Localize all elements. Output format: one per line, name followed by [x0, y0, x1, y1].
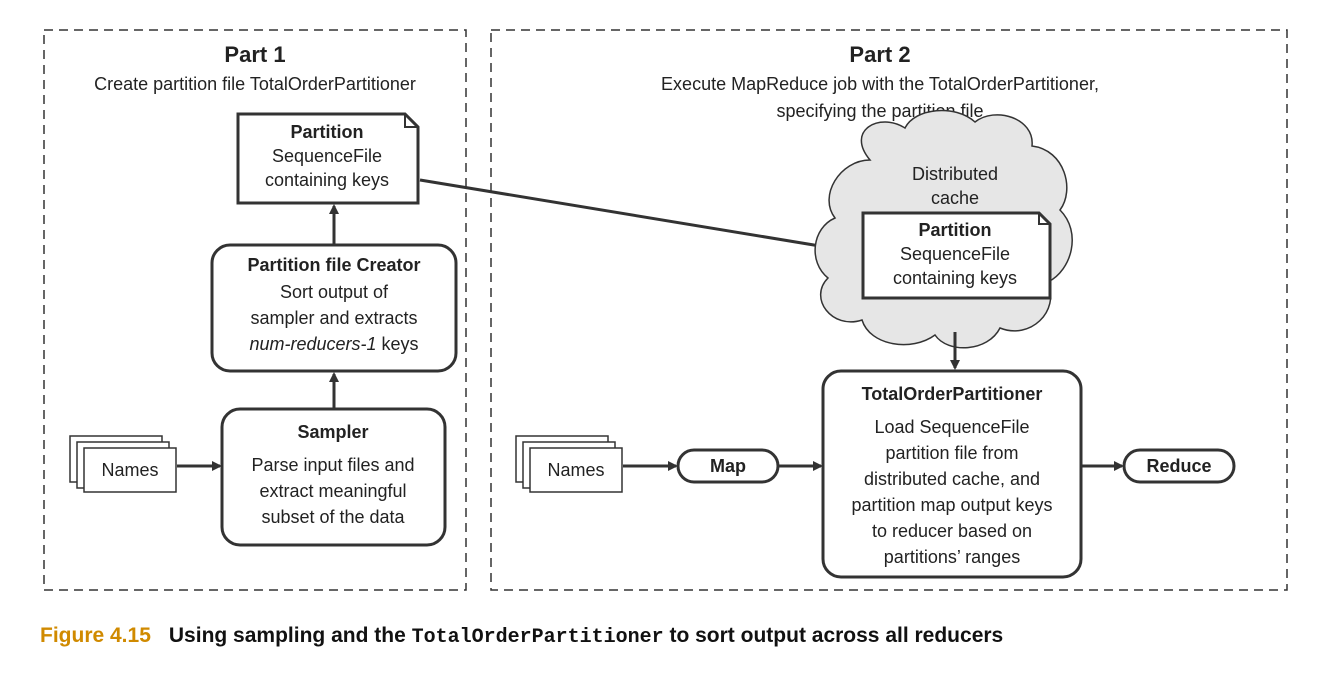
creator-line3-italic: num-reducers-1 [249, 334, 376, 354]
sampler-line1: Parse input files and [251, 455, 414, 475]
part1-names-files: Names [69, 435, 177, 493]
sampler-title: Sampler [297, 422, 368, 442]
creator-line3: num-reducers-1 keys [249, 334, 418, 354]
creator-line3-rest: keys [377, 334, 419, 354]
partitioner-title: TotalOrderPartitioner [862, 384, 1043, 404]
part1-partition-title: Partition [290, 122, 363, 142]
caption-text-before: Using sampling and the [168, 624, 412, 647]
sampler-line3: subset of the data [261, 507, 405, 527]
part2-partition-document: Partition SequenceFile containing keys [861, 211, 1052, 300]
total-order-partitioner-box: TotalOrderPartitioner Load SequenceFile … [821, 369, 1083, 579]
map-node: Map [676, 448, 780, 484]
partitioner-line: partitions’ ranges [884, 547, 1020, 567]
part2-names-label: Names [547, 460, 604, 480]
caption-number: Figure 4.15 [40, 624, 151, 647]
part1-partition-line2: containing keys [265, 170, 389, 190]
part1-container [43, 29, 467, 591]
cache-label-line2: cache [931, 188, 979, 208]
figure-caption: Figure 4.15 Using sampling and the TotalO… [40, 624, 1327, 649]
reduce-label: Reduce [1146, 456, 1211, 476]
part2-partition-line1: SequenceFile [900, 244, 1010, 264]
partitioner-line: partition file from [885, 443, 1018, 463]
partitioner-line: Load SequenceFile [874, 417, 1029, 437]
part1-partition-document: Partition SequenceFile containing keys [236, 112, 420, 205]
part2-title: Part 2 [849, 42, 910, 67]
creator-title: Partition file Creator [247, 255, 420, 275]
creator-line2: sampler and extracts [250, 308, 417, 328]
map-label: Map [710, 456, 746, 476]
partition-file-creator-box: Partition file Creator Sort output of sa… [210, 243, 458, 373]
caption-text-after: to sort output across all reducers [663, 624, 1004, 647]
part2-partition-title: Partition [918, 220, 991, 240]
part2-names-files: Names [515, 435, 623, 493]
caption-code: TotalOrderPartitioner [411, 626, 664, 649]
sampler-line2: extract meaningful [259, 481, 406, 501]
part2-container [490, 29, 1288, 591]
part1-subtitle: Create partition file TotalOrderPartitio… [94, 74, 416, 94]
caption-text: Using sampling and the TotalOrderPartiti… [168, 624, 1004, 649]
partitioner-line: to reducer based on [872, 521, 1032, 541]
part1-names-label: Names [101, 460, 158, 480]
diagram-canvas: Part 1 Create partition file TotalOrderP… [43, 29, 1288, 591]
part1-partition-line1: SequenceFile [272, 146, 382, 166]
part1-title: Part 1 [224, 42, 285, 67]
partitioner-line: distributed cache, and [864, 469, 1040, 489]
part2-partition-line2: containing keys [893, 268, 1017, 288]
cache-label-line1: Distributed [912, 164, 998, 184]
partitioner-line: partition map output keys [851, 495, 1052, 515]
sampler-box: Sampler Parse input files and extract me… [220, 407, 447, 547]
reduce-node: Reduce [1122, 448, 1236, 484]
creator-line1: Sort output of [280, 282, 389, 302]
part2-subtitle-line1: Execute MapReduce job with the TotalOrde… [661, 74, 1099, 94]
arrow-partition-to-cache [419, 178, 834, 252]
